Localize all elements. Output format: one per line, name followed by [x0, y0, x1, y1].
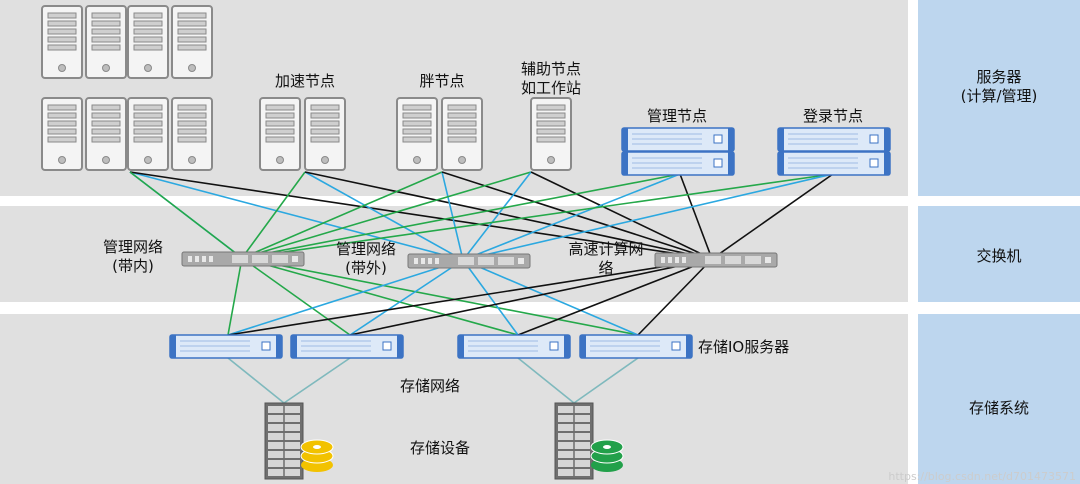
compute-server-icon — [85, 97, 127, 171]
network-link — [349, 258, 713, 336]
label-storage-device: 存储设备 — [410, 439, 470, 457]
storage-network-link — [517, 357, 575, 404]
accelerate-server-icon — [259, 97, 301, 171]
server-side-panel — [918, 0, 1080, 196]
compute-cluster-bottom — [41, 97, 213, 171]
storage-io-server-icon — [457, 334, 571, 359]
network-link — [711, 173, 834, 260]
network-link — [441, 171, 464, 261]
storage-device-left — [264, 402, 334, 480]
compute-server-icon — [41, 5, 83, 79]
network-link — [129, 171, 713, 260]
watermark: https://blog.csdn.net/d701473571 — [888, 470, 1076, 483]
fat-server-icon — [441, 97, 483, 171]
storage-network-link — [283, 357, 351, 404]
switch-hpc-icon — [654, 252, 778, 268]
label-accelerate-nodes: 加速节点 — [275, 72, 335, 90]
compute-server-icon — [127, 5, 169, 79]
label-manage-nodes: 管理节点 — [647, 107, 707, 125]
network-link — [462, 171, 532, 261]
network-link — [241, 173, 681, 259]
switch-mgmt-outband-icon — [407, 253, 531, 269]
storage-array-icon — [554, 402, 594, 480]
manage-rack-server-icon — [621, 127, 735, 152]
side-label-storage: 存储系统 — [969, 399, 1029, 417]
network-link — [241, 257, 639, 336]
network-link — [129, 171, 464, 261]
network-link — [129, 171, 243, 259]
storage-network-link — [227, 357, 285, 404]
storage-side-panel — [918, 314, 1080, 484]
storage-array-icon — [264, 402, 304, 480]
network-link — [462, 173, 834, 261]
network-link — [241, 257, 351, 336]
storage-band — [0, 314, 908, 484]
login-rack-server-icon — [777, 127, 891, 152]
compute-server-icon — [171, 97, 213, 171]
label-storage-network: 存储网络 — [400, 377, 460, 395]
switch-side-panel — [918, 206, 1080, 302]
manage-rack-server-icon — [621, 151, 735, 176]
network-link — [349, 259, 464, 336]
network-link — [462, 259, 519, 336]
label-mgmt-inband: 管理网络(带内) — [103, 238, 163, 275]
network-link — [227, 259, 464, 336]
label-aux-node: 辅助节点如工作站 — [521, 60, 581, 97]
storage-io-server-icon — [169, 334, 283, 359]
network-link — [241, 173, 834, 259]
disk-stack-icon — [590, 439, 624, 472]
network-links — [129, 171, 834, 336]
network-link — [637, 258, 713, 336]
label-mgmt-outband: 管理网络(带外) — [336, 240, 396, 277]
network-link — [227, 258, 713, 336]
storage-io-server-icon — [290, 334, 404, 359]
compute-server-icon — [127, 97, 169, 171]
aux-node — [530, 97, 572, 171]
storage-network-link — [573, 357, 639, 404]
network-link — [241, 171, 443, 259]
label-storage-io-server: 存储IO服务器 — [698, 338, 789, 356]
network-link — [530, 171, 713, 260]
workstation-icon — [530, 97, 572, 171]
disk-stack-icon — [300, 439, 334, 472]
storage-network-links — [227, 357, 639, 404]
compute-server-icon — [85, 5, 127, 79]
storage-device-right — [554, 402, 624, 480]
fat-server-icon — [396, 97, 438, 171]
side-label-switch: 交换机 — [976, 247, 1021, 265]
accelerate-server-icon — [304, 97, 346, 171]
compute-server-icon — [171, 5, 213, 79]
network-link — [227, 257, 243, 336]
label-fat-nodes: 胖节点 — [419, 72, 464, 90]
side-label-server: 服务器(计算/管理) — [961, 68, 1038, 105]
network-link — [241, 171, 306, 259]
label-hpc-network: 高速计算网络 — [568, 240, 643, 277]
compute-cluster-top — [41, 5, 213, 79]
login-rack-server-icon — [777, 151, 891, 176]
network-link — [679, 173, 713, 260]
manage-nodes — [621, 127, 735, 176]
compute-server-icon — [41, 97, 83, 171]
network-link — [462, 173, 681, 261]
login-nodes — [777, 127, 891, 176]
label-login-nodes: 登录节点 — [803, 107, 863, 125]
network-link — [304, 171, 713, 260]
storage-io-server-icon — [579, 334, 693, 359]
network-link — [517, 258, 713, 336]
network-link — [462, 259, 639, 336]
switch-mgmt-inband-icon — [181, 251, 305, 267]
network-link — [241, 257, 519, 336]
network-link — [241, 171, 532, 259]
